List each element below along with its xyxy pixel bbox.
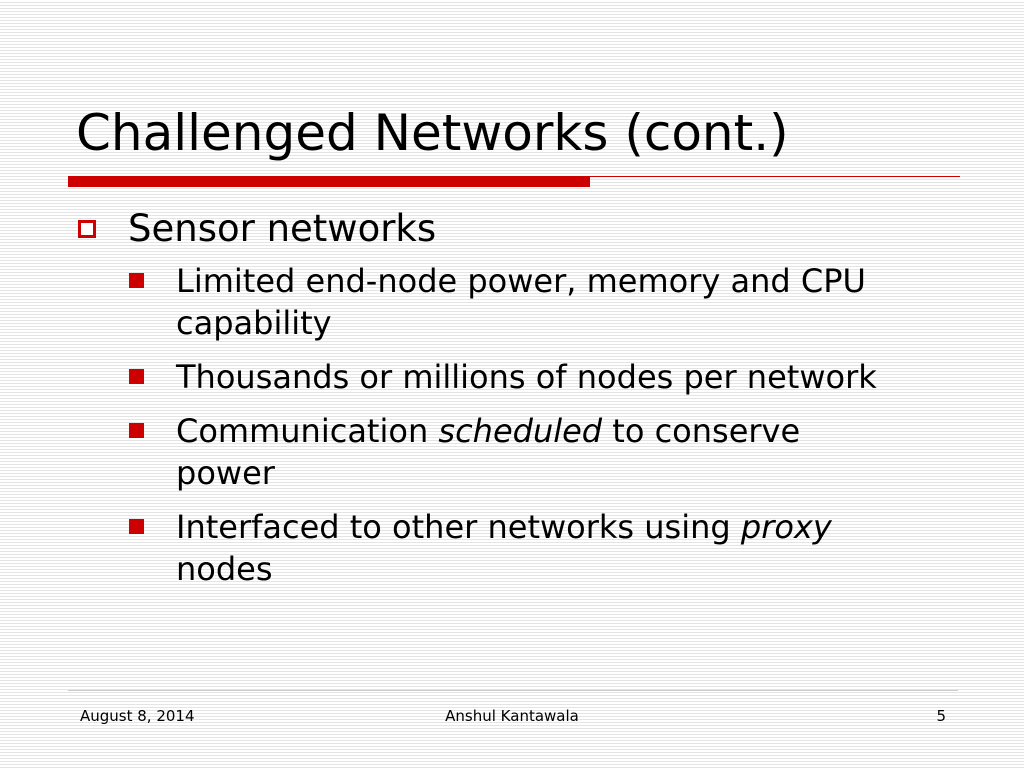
title-underline-thick bbox=[68, 176, 590, 187]
filled-square-bullet-icon bbox=[129, 369, 144, 384]
subbullet-limited-power: Limited end-node power, memory and CPU c… bbox=[76, 260, 896, 344]
slide-title: Challenged Networks (cont.) bbox=[76, 104, 789, 162]
subbullet-proxy-nodes: Interfaced to other networks using proxy… bbox=[76, 506, 896, 590]
subbullet-node-count: Thousands or millions of nodes per netwo… bbox=[76, 356, 896, 398]
subbullet-text-start: Communication bbox=[176, 412, 439, 450]
subbullet-text: Thousands or millions of nodes per netwo… bbox=[176, 358, 877, 396]
filled-square-bullet-icon bbox=[129, 273, 144, 288]
subbullet-emphasis: proxy bbox=[740, 508, 832, 546]
bullet-list: Sensor networks Limited end-node power, … bbox=[76, 204, 956, 602]
subbullet-text: Limited end-node power, memory and CPU c… bbox=[176, 262, 866, 342]
footer-author: Anshul Kantawala bbox=[445, 707, 579, 725]
subbullet-scheduled-communication: Communication scheduled to conserve powe… bbox=[76, 410, 896, 494]
bullet-sensor-networks: Sensor networks bbox=[76, 204, 956, 254]
footer-divider bbox=[68, 690, 958, 691]
filled-square-bullet-icon bbox=[129, 423, 144, 438]
subbullet-text-start: Interfaced to other networks using bbox=[176, 508, 741, 546]
subbullet-text-end: nodes bbox=[176, 550, 273, 588]
bullet-text: Sensor networks bbox=[128, 207, 437, 250]
hollow-square-bullet-icon bbox=[78, 220, 96, 238]
footer-date: August 8, 2014 bbox=[80, 707, 195, 725]
subbullet-text-end: to conserve power bbox=[176, 412, 801, 492]
filled-square-bullet-icon bbox=[129, 519, 144, 534]
slide-number: 5 bbox=[936, 707, 946, 725]
subbullet-emphasis: scheduled bbox=[438, 412, 603, 450]
